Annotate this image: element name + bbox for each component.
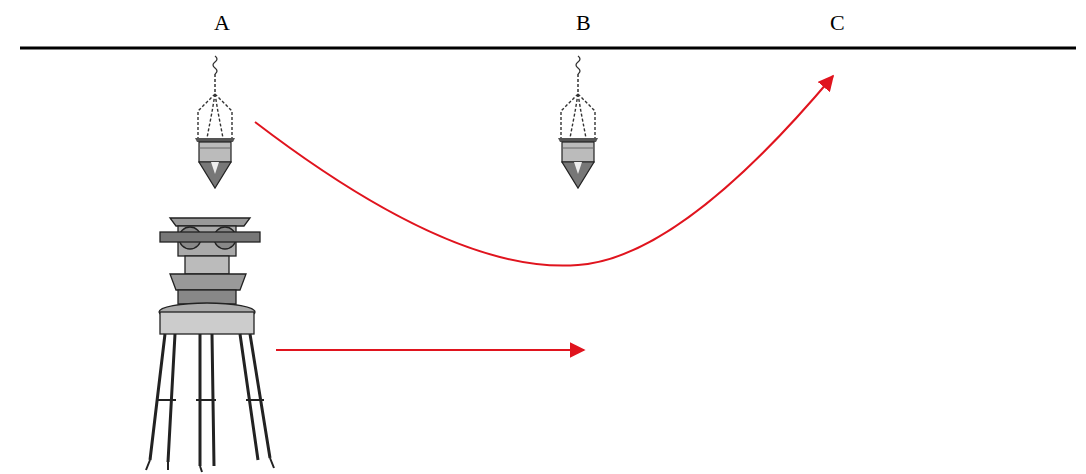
point-label: A xyxy=(214,12,230,34)
point-label: C xyxy=(830,12,845,34)
curved-arrow xyxy=(255,76,833,266)
theodolite xyxy=(146,218,274,472)
plumb-bob xyxy=(558,56,598,188)
plumb-bob xyxy=(195,56,235,188)
point-label: B xyxy=(576,12,591,34)
ceiling-line xyxy=(20,47,1076,50)
straight-arrow xyxy=(276,349,584,351)
